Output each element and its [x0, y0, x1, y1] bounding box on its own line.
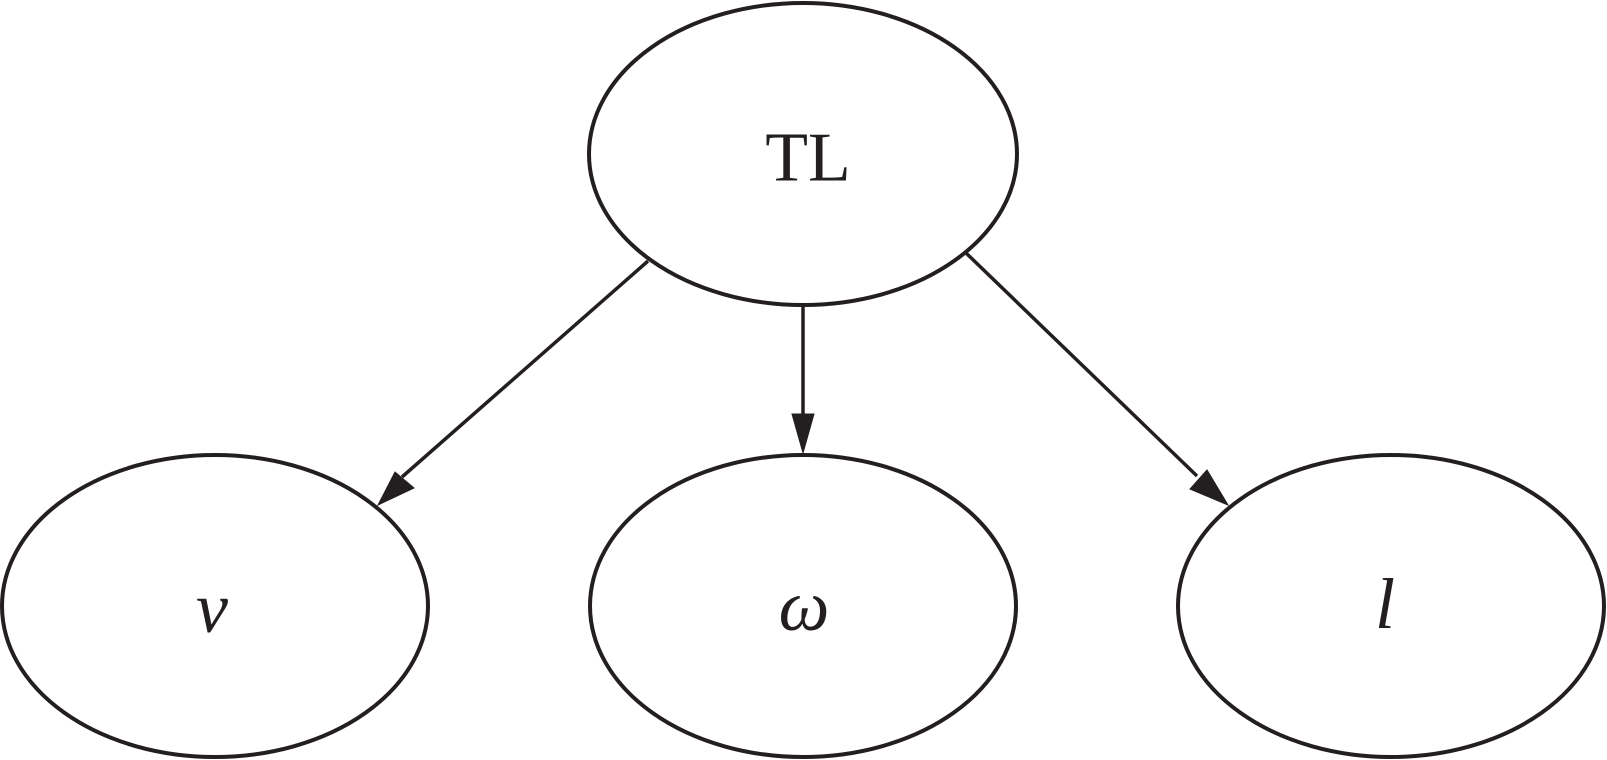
node-l-label: l: [1375, 564, 1395, 644]
node-tl: TL: [587, 1, 1019, 307]
node-omega: ω: [588, 453, 1018, 759]
edge-tl-to-v: [376, 259, 650, 507]
node-v-label: v: [196, 568, 228, 648]
arrowhead-omega: [791, 413, 815, 455]
arrowhead-v: [376, 471, 415, 507]
node-omega-label: ω: [779, 566, 830, 646]
node-l: l: [1176, 453, 1606, 759]
edge-tl-to-l: [964, 251, 1230, 507]
edge-tl-to-omega: [791, 305, 815, 455]
node-tl-label: TL: [765, 120, 851, 197]
node-v: v: [0, 453, 430, 759]
arrowhead-l: [1189, 469, 1230, 507]
